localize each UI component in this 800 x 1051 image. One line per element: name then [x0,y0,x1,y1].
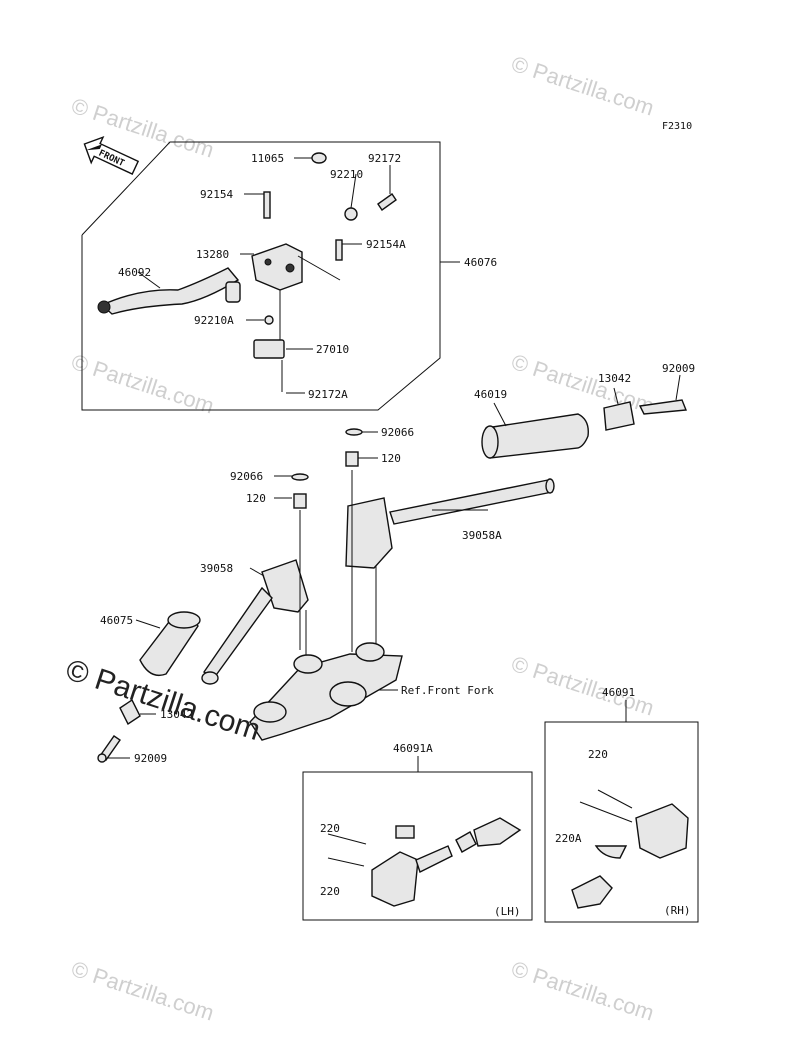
label-220-lh-b: 220 [320,885,340,898]
label-92009-left: 92009 [134,752,167,765]
clutch-lever [97,267,241,315]
figure-code: F2310 [662,121,692,132]
label-220-lh-a: 220 [320,822,340,835]
label-46091: 46091 [602,686,635,699]
watermark: © Partzilla.com [68,349,217,419]
label-220-rh: 220 [588,748,608,761]
bolt-92154A [335,239,343,261]
watermark: © Partzilla.com [68,956,217,1026]
label-120-a: 120 [381,452,401,465]
label-ref-front-fork: Ref.Front Fork [401,684,494,697]
label-39058A: 39058A [462,529,502,542]
label-13042-left: 13042 [160,708,193,721]
nut-92210A [264,315,274,325]
right-handlebar [345,478,555,569]
label-11065: 11065 [251,152,284,165]
lever-holder [251,243,303,291]
label-27010: 27010 [316,343,349,356]
bolt-92154 [263,191,271,219]
label-rh: (RH) [664,904,691,917]
label-92154: 92154 [200,188,233,201]
watermark: © Partzilla.com [508,956,657,1026]
switch-27010 [253,339,285,359]
label-13280: 13280 [196,248,229,261]
label-92066-a: 92066 [381,426,414,439]
lever-leaders [137,157,460,394]
label-92154A: 92154A [366,238,406,251]
washer-92210 [344,207,358,221]
label-lh: (LH) [494,905,521,918]
label-46075: 46075 [100,614,133,627]
label-92172: 92172 [368,152,401,165]
watermark: © Partzilla.com [508,51,657,121]
label-39058: 39058 [200,562,233,575]
label-46076: 46076 [464,256,497,269]
label-13042-right: 13042 [598,372,631,385]
left-grip-leaders [108,619,161,759]
front-arrow-icon: FRONT [83,136,140,175]
top-bolts [291,428,363,509]
lever-assembly-box [81,141,441,411]
left-handlebar [201,559,309,685]
lh-switch-box [302,756,533,921]
bolt-92172 [377,193,397,211]
label-46019: 46019 [474,388,507,401]
rh-switch-box [544,700,699,923]
label-92172A: 92172A [308,388,348,401]
cap-11065 [311,152,327,164]
label-92009-right: 92009 [662,362,695,375]
label-46091A: 46091A [393,742,433,755]
label-92210A: 92210A [194,314,234,327]
label-46092: 46092 [118,266,151,279]
label-220A: 220A [555,832,582,845]
watermark: © Partzilla.com [508,349,657,419]
right-grip [481,399,687,459]
label-92210: 92210 [330,168,363,181]
label-120-b: 120 [246,492,266,505]
label-92066-b: 92066 [230,470,263,483]
left-grip [97,611,201,763]
right-grip-leaders [493,374,681,427]
steering-stem [249,642,403,741]
